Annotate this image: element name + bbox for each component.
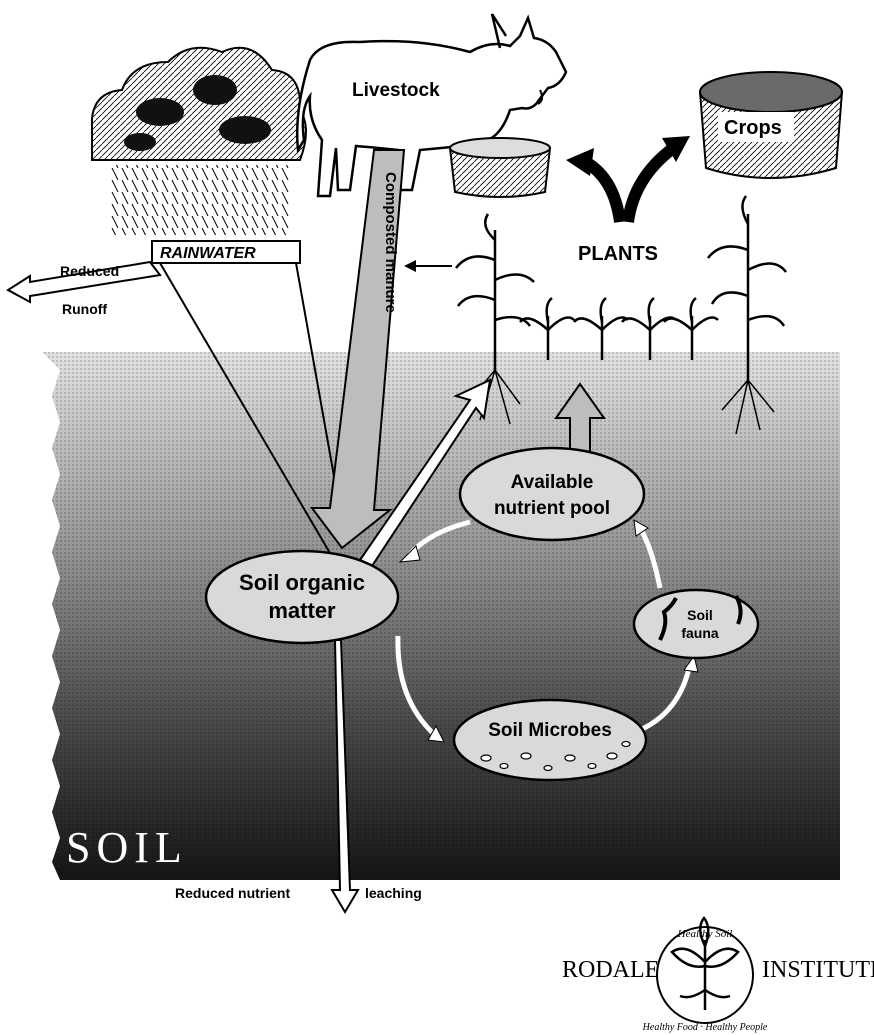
rain-cloud-icon [92, 48, 306, 160]
composted-manure-label: Composted manure [382, 172, 399, 313]
available-pool-line1: Available [511, 472, 594, 493]
soil-fauna-line2: fauna [681, 625, 719, 641]
crops-label: Crops [724, 117, 782, 139]
livestock-label: Livestock [352, 80, 440, 101]
available-pool-line2: nutrient pool [494, 498, 610, 519]
logo-left-word: RODALE [562, 957, 659, 983]
soil-microbes-label: Soil Microbes [488, 720, 612, 741]
soil-fauna-line1: Soil [687, 607, 713, 623]
logo-right-word: INSTITUTE [762, 957, 874, 983]
rodale-institute-logo: RODALE INSTITUTE Healthy Soil Healthy Fo… [562, 918, 874, 1033]
available-nutrient-pool [460, 448, 644, 540]
rain-streaks [110, 165, 290, 235]
soil-organic-line2: matter [268, 598, 336, 623]
logo-arc-bottom: Healthy Food · Healthy People [642, 1022, 768, 1033]
plants-split-arrows [566, 136, 690, 222]
soil-label: SOIL [66, 823, 188, 872]
runoff-label: Runoff [62, 301, 107, 317]
soil-organic-matter [206, 551, 398, 643]
reduced-label: Reduced [60, 263, 119, 279]
logo-arc-top: Healthy Soil [677, 928, 733, 940]
rainwater-label: RAINWATER [160, 245, 256, 262]
feed-basket-icon [450, 138, 550, 197]
plants-label: PLANTS [578, 243, 658, 265]
leaching-label: leaching [365, 885, 422, 901]
soil-organic-line1: Soil organic [239, 570, 365, 595]
reduced-nutrient-label: Reduced nutrient [175, 885, 290, 901]
